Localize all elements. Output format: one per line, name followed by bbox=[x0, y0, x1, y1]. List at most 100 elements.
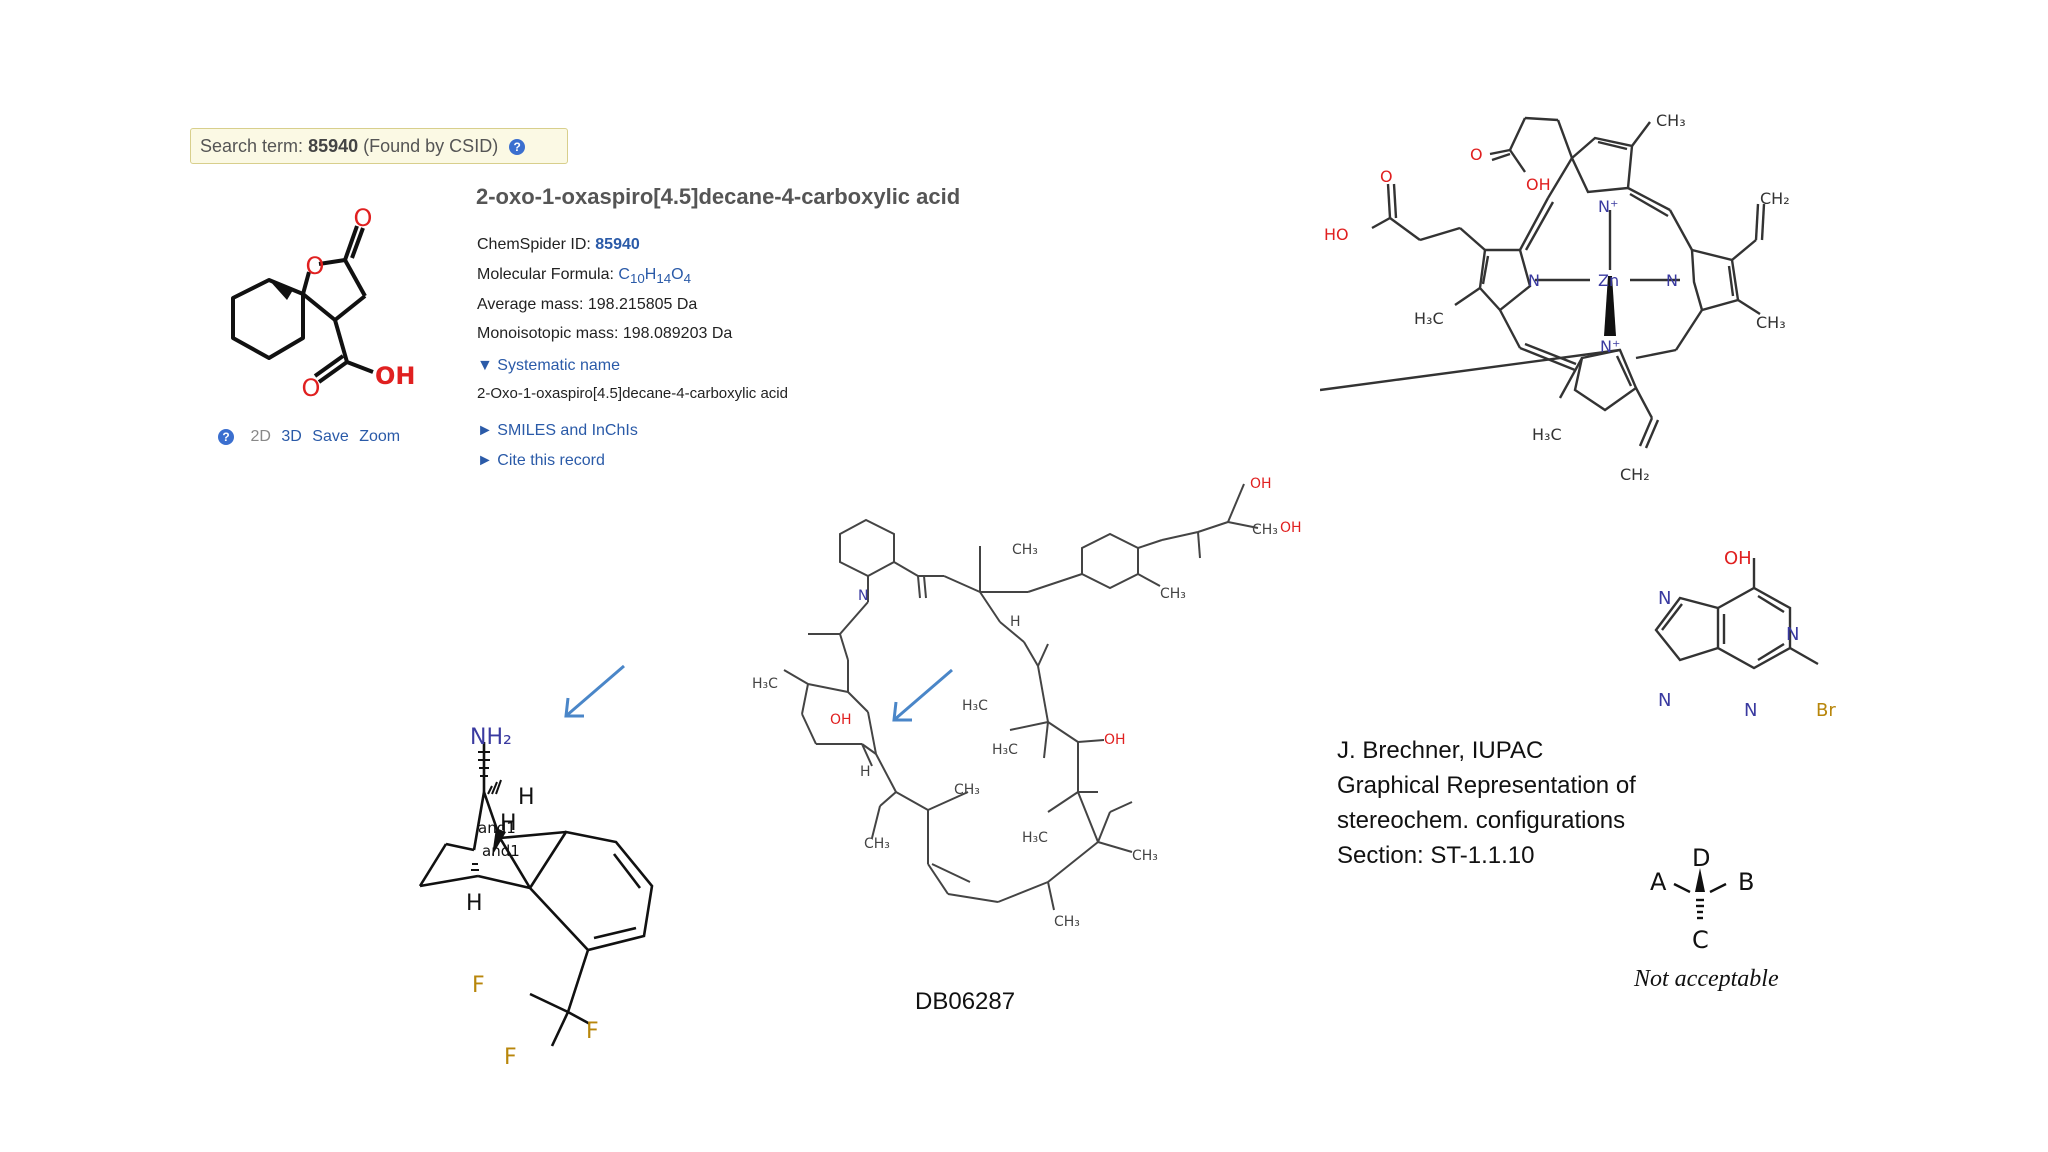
label-n-top: N⁺ bbox=[1598, 197, 1618, 216]
label-o1: O bbox=[1470, 145, 1483, 164]
formula-c: C bbox=[618, 266, 630, 283]
formula-h-count: 14 bbox=[656, 271, 672, 287]
arrow-icon bbox=[892, 668, 953, 722]
search-term-value: 85940 bbox=[308, 136, 359, 156]
label-ch3-1: CH₃ bbox=[1012, 542, 1038, 558]
oxaspiro-structure: O O O OH bbox=[231, 204, 416, 402]
label-n3: N bbox=[1786, 624, 1799, 645]
label-n5: N bbox=[1620, 548, 1633, 553]
label-ho: HO bbox=[1324, 225, 1349, 244]
label-and1-a: and1 bbox=[478, 819, 516, 837]
systematic-name-toggle[interactable]: ▼ Systematic name bbox=[477, 357, 620, 375]
label-zn: Zn bbox=[1598, 271, 1619, 290]
search-term-bar: Search term: 85940 (Found by CSID) ? bbox=[190, 128, 568, 164]
label-oh: OH bbox=[1724, 548, 1752, 569]
label-oh-3: OH bbox=[1250, 476, 1272, 492]
db-label: DB06287 bbox=[915, 988, 1016, 1015]
label-ch3-7: CH₃ bbox=[1252, 522, 1278, 538]
label-oh-2: OH bbox=[1104, 732, 1126, 748]
caret-right-icon: ► bbox=[477, 422, 493, 439]
label-n: N bbox=[858, 588, 868, 604]
stereo-example-diagram: A B C D bbox=[1650, 848, 1754, 954]
label-b: B bbox=[1738, 868, 1754, 896]
search-term-prefix: Search term: bbox=[200, 136, 304, 156]
label-h1: H bbox=[518, 785, 535, 810]
molecular-formula-row: Molecular Formula: C10H14O4 bbox=[477, 266, 691, 286]
label-ch3-5: CH₃ bbox=[1054, 914, 1080, 930]
label-ch3-4: CH₃ bbox=[1132, 848, 1158, 864]
label-oh-4: OH bbox=[1280, 520, 1302, 536]
citation-line-1: J. Brechner, IUPAC bbox=[1337, 737, 1544, 764]
monoisotopic-mass-value: 198.089203 Da bbox=[622, 325, 733, 342]
cite-toggle[interactable]: ► Cite this record bbox=[477, 452, 605, 470]
formula-o: O bbox=[671, 266, 684, 283]
label-f2: F bbox=[586, 1019, 599, 1044]
atom-o-carbonyl: O bbox=[354, 204, 373, 232]
systematic-name-value: 2-Oxo-1-oxaspiro[4.5]decane-4-carboxylic… bbox=[477, 385, 788, 402]
bromopurine-structure: OH N N N N N Br bbox=[1620, 548, 1836, 721]
view-2d-button[interactable]: 2D bbox=[250, 428, 271, 445]
label-n1: N bbox=[1658, 588, 1671, 609]
chemspider-id-link[interactable]: 85940 bbox=[595, 236, 640, 253]
formula-value[interactable]: C10H14O4 bbox=[618, 266, 691, 287]
label-h-1: H bbox=[1010, 614, 1021, 630]
label-ch3-top: CH₃ bbox=[1656, 111, 1686, 130]
label-ch3-3: CH₃ bbox=[954, 782, 980, 798]
label-h3: H bbox=[466, 891, 483, 916]
label-h3c-left: H₃C bbox=[1414, 309, 1444, 328]
label-h3c-4: H₃C bbox=[1022, 830, 1048, 846]
label-h2: H bbox=[500, 811, 517, 836]
citation-line-3: stereochem. configurations bbox=[1337, 807, 1626, 834]
formula-h: H bbox=[644, 266, 657, 283]
atom-oh: OH bbox=[375, 362, 416, 390]
label-h3c-2: H₃C bbox=[962, 698, 988, 714]
monoisotopic-mass-label: Monoisotopic mass: bbox=[477, 325, 619, 342]
label-n-right: N bbox=[1666, 271, 1678, 290]
save-button[interactable]: Save bbox=[312, 428, 349, 445]
label-h-2: H bbox=[860, 764, 871, 780]
label-f1: F bbox=[472, 973, 485, 998]
monoisotopic-mass-row: Monoisotopic mass: 198.089203 Da bbox=[477, 325, 732, 343]
label-and1-b: and1 bbox=[482, 842, 520, 860]
label-d: D bbox=[1692, 848, 1710, 872]
label-ch3-right: CH₃ bbox=[1756, 313, 1786, 332]
label-ch3-6: CH₃ bbox=[1160, 586, 1186, 602]
systematic-name-label: Systematic name bbox=[497, 357, 621, 374]
label-c: C bbox=[1692, 926, 1709, 954]
macrocycle-structure: N CH₃ H H₃C OH H CH₃ H₃C H₃C OH CH₃ H₃C … bbox=[752, 476, 1302, 930]
citation-line-4: Section: ST-1.1.10 bbox=[1337, 842, 1535, 869]
compound-title: 2-oxo-1-oxaspiro[4.5]decane-4-carboxylic… bbox=[476, 184, 961, 209]
view-3d-button[interactable]: 3D bbox=[281, 428, 302, 445]
search-term-suffix: (Found by CSID) bbox=[363, 136, 499, 156]
label-a: A bbox=[1650, 868, 1667, 896]
label-n-left: N bbox=[1528, 271, 1540, 290]
label-n2: N bbox=[1658, 690, 1671, 711]
smiles-toggle[interactable]: ► SMILES and InChIs bbox=[477, 422, 638, 440]
label-h3c-1: H₃C bbox=[752, 676, 778, 692]
label-br: Br bbox=[1816, 700, 1836, 721]
caret-right-icon: ► bbox=[477, 452, 493, 469]
caret-down-icon: ▼ bbox=[477, 357, 493, 374]
amine-trifluoromethyl-structure: NH₂ H H H and1 and1 F F F bbox=[418, 725, 654, 1070]
cite-label: Cite this record bbox=[497, 452, 605, 469]
label-ch2-right: CH₂ bbox=[1760, 189, 1790, 208]
label-oh1: OH bbox=[1526, 175, 1551, 194]
average-mass-label: Average mass: bbox=[477, 296, 584, 313]
stereo-caption: Not acceptable bbox=[1634, 966, 1779, 992]
label-h3c-3: H₃C bbox=[992, 742, 1018, 758]
structure-viewer-controls: ? 2D 3D Save Zoom bbox=[218, 428, 400, 446]
label-nh2: NH₂ bbox=[470, 725, 512, 750]
label-n-bottom: N⁺ bbox=[1600, 337, 1620, 356]
atom-o-acid: O bbox=[302, 374, 321, 402]
help-icon[interactable]: ? bbox=[509, 139, 526, 156]
help-icon[interactable]: ? bbox=[218, 428, 234, 445]
zinc-porphyrin-structure: CH₃ O OH O HO CH₂ CH₃ H₃C H₃C CH₂ N⁺ N Z… bbox=[1320, 111, 1790, 484]
label-n4: N bbox=[1744, 700, 1757, 721]
zoom-button[interactable]: Zoom bbox=[359, 428, 401, 445]
average-mass-value: 198.215805 Da bbox=[587, 296, 698, 313]
label-o2: O bbox=[1380, 167, 1393, 186]
citation-line-2: Graphical Representation of bbox=[1337, 772, 1636, 799]
atom-o-ring: O bbox=[306, 252, 325, 280]
label-ch2-bottom: CH₂ bbox=[1620, 465, 1650, 484]
arrow-icon bbox=[564, 664, 625, 718]
